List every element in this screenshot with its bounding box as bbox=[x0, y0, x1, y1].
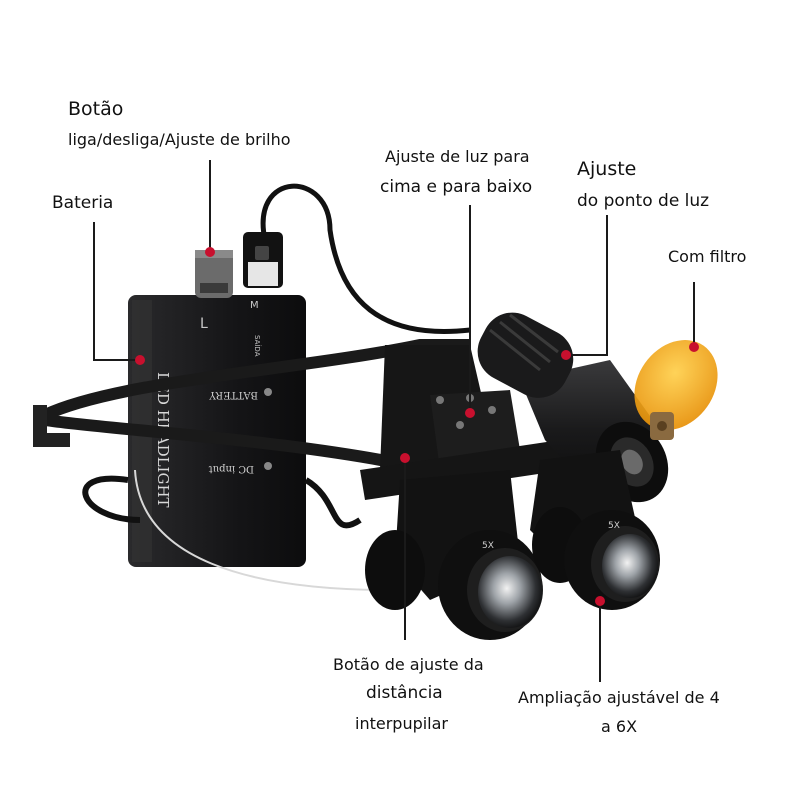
label-bateria: Bateria bbox=[52, 193, 114, 213]
right-loupe: 5X bbox=[530, 450, 660, 610]
annotation-lines bbox=[93, 160, 695, 682]
label-botao-sub: liga/desliga/Ajuste de brilho bbox=[68, 130, 291, 149]
marker-distancia bbox=[400, 453, 410, 463]
label-ajuste-luz-2: cima e para baixo bbox=[380, 177, 533, 197]
l-marking: L bbox=[200, 316, 208, 332]
battery-marking: BATTERY bbox=[209, 389, 258, 400]
label-ampliacao-1: Ampliação ajustável de 4 bbox=[518, 688, 720, 707]
label-com-filtro: Com filtro bbox=[668, 247, 747, 266]
marker-ampliacao bbox=[595, 596, 605, 606]
label-ajuste-ponto-2: do ponto de luz bbox=[577, 191, 710, 211]
marker-botao bbox=[205, 247, 215, 257]
brand-marking: LED HEADLIGHT bbox=[154, 372, 172, 508]
saida-marking: SAÍDA bbox=[253, 335, 262, 357]
lens-marking-right: 5X bbox=[608, 521, 620, 531]
marker-ajuste-luz bbox=[465, 408, 475, 418]
label-botao-title: Botão bbox=[68, 98, 124, 120]
label-ajuste-ponto-1: Ajuste bbox=[577, 158, 637, 180]
led-lamp bbox=[477, 312, 669, 503]
marker-ajuste-ponto bbox=[561, 350, 571, 360]
yellow-filter bbox=[634, 340, 718, 430]
m-marking: M bbox=[250, 300, 259, 311]
label-ampliacao-2: a 6X bbox=[601, 717, 638, 736]
left-loupe: 5X bbox=[365, 470, 543, 640]
label-ajuste-luz-1: Ajuste de luz para bbox=[385, 147, 530, 166]
label-distancia-3: interpupilar bbox=[355, 714, 449, 733]
lens-marking-left: 5X bbox=[482, 541, 494, 551]
marker-dots bbox=[135, 247, 699, 606]
label-distancia-2: distância bbox=[366, 683, 443, 703]
marker-filtro bbox=[689, 342, 699, 352]
battery-box bbox=[128, 295, 306, 567]
usb-cable bbox=[260, 183, 471, 334]
dc-input-marking: DC input bbox=[209, 463, 254, 474]
marker-bateria bbox=[135, 355, 145, 365]
label-distancia-1: Botão de ajuste da bbox=[333, 655, 484, 674]
